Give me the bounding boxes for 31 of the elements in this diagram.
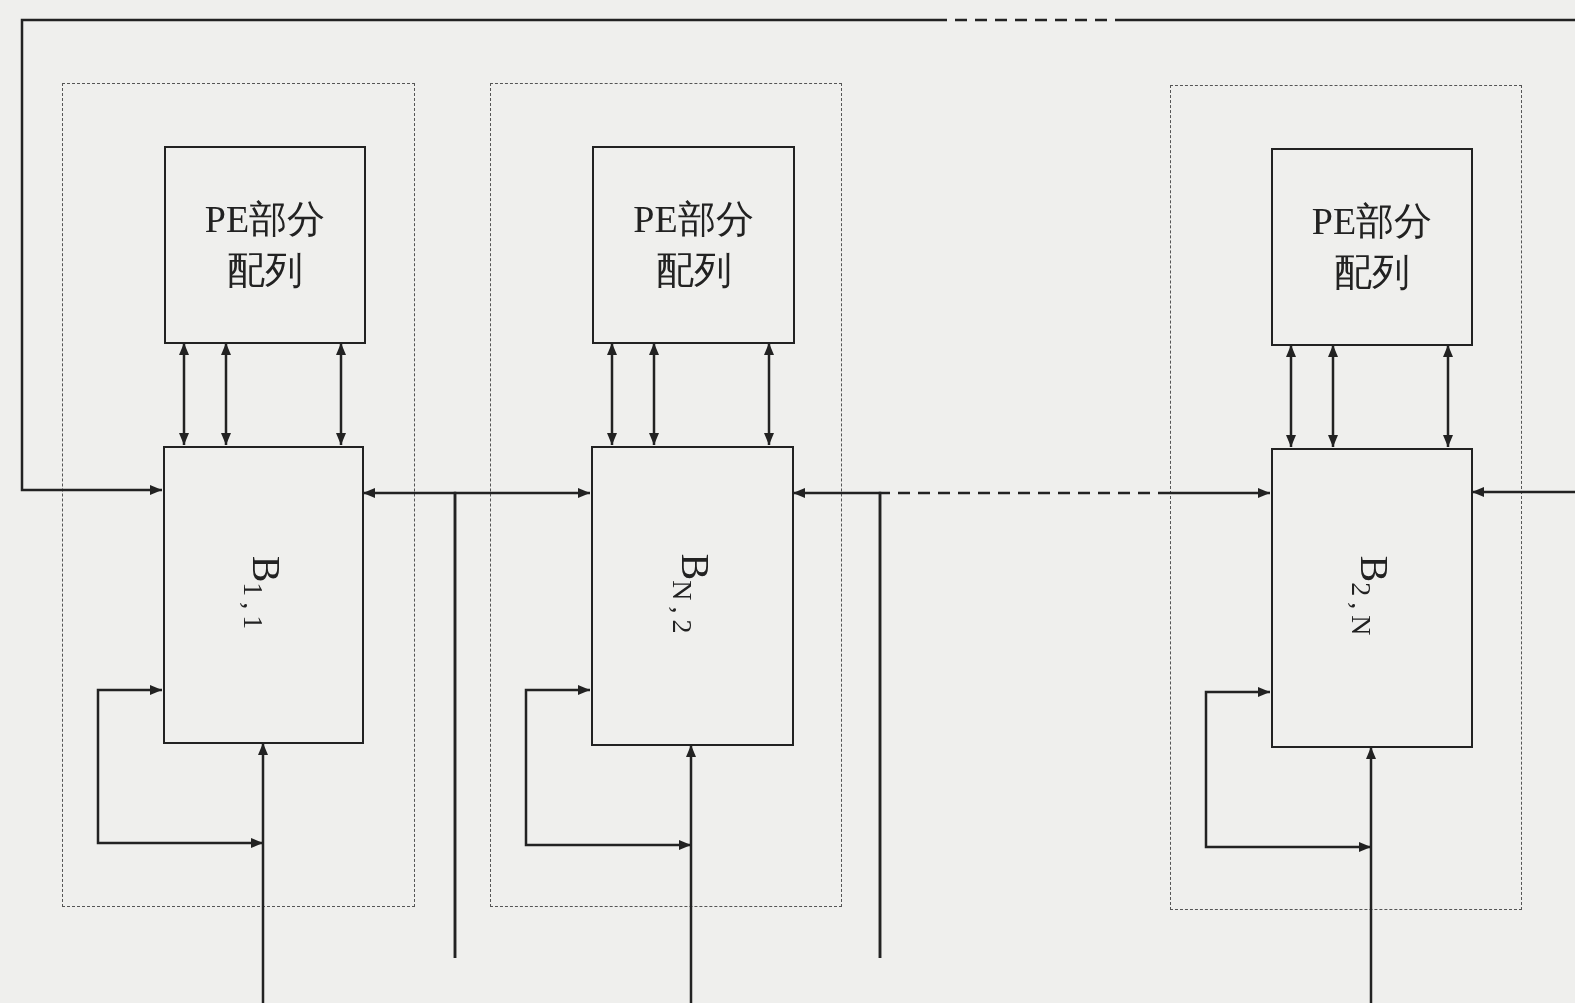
arrow [764,343,774,445]
arrow [1366,747,1376,1003]
arrow [1443,345,1453,447]
arrow [524,685,691,850]
arrow [336,343,346,445]
block-box [163,446,364,744]
pe-array-label: PE部分配列 [203,196,327,293]
arrow [1328,345,1338,447]
arrow [179,343,189,445]
arrow [96,685,263,848]
arrow [1204,687,1371,852]
pe-array-box [1271,148,1473,346]
pe-array-label: PE部分配列 [1310,198,1434,295]
arrow [649,343,659,445]
arrow [20,18,1575,495]
pe-array-label: PE部分配列 [632,196,755,293]
arrow [686,745,696,1003]
arrow [878,488,1270,958]
dashed-group-frame [1170,85,1522,910]
arrow [221,343,231,445]
dashed-group-frame [490,83,842,907]
block-box [591,446,794,746]
arrow [1286,345,1296,447]
arrow [258,743,268,1003]
dashed-group-frame [62,83,415,907]
block-box [1271,448,1473,748]
arrow [1472,487,1575,497]
pe-array-box [164,146,366,344]
pe-array-box [592,146,795,344]
arrow [607,343,617,445]
arrow [453,488,590,958]
